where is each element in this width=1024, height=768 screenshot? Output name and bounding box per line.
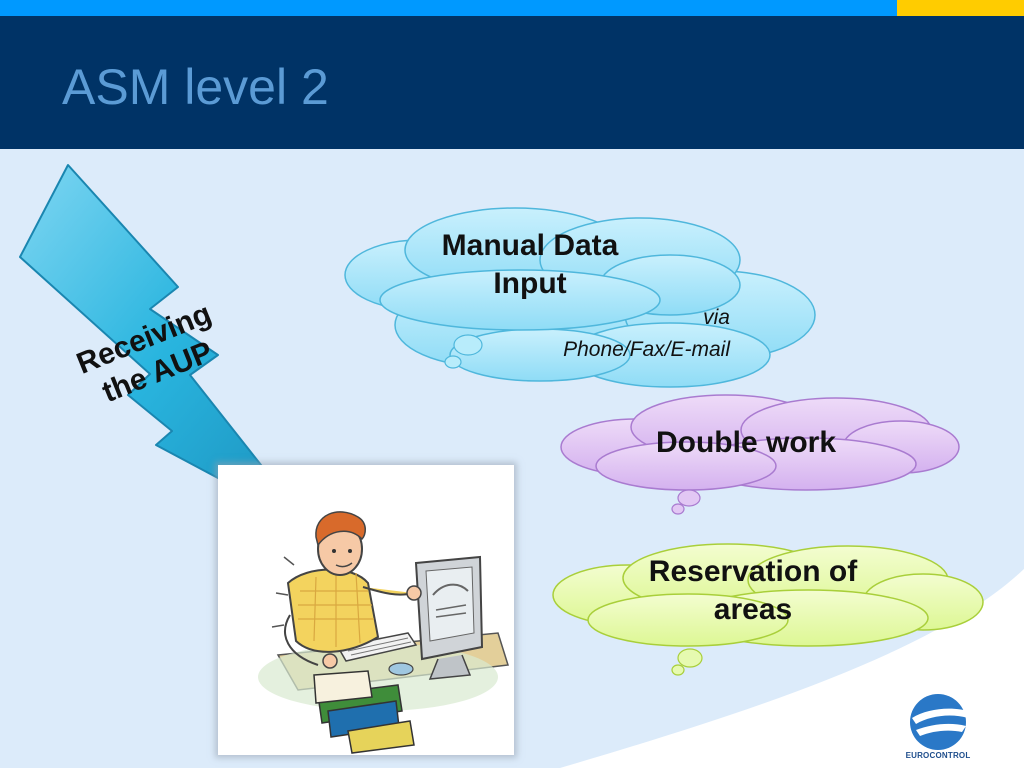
double-work-label: Double work bbox=[655, 426, 836, 459]
manual-sub-line-1: via bbox=[703, 306, 730, 329]
top-strip bbox=[0, 0, 1024, 16]
slide-title: ASM level 2 bbox=[62, 59, 329, 115]
cloud-shape-green bbox=[552, 543, 984, 676]
eurocontrol-logo-label: EUROCONTROL bbox=[905, 751, 971, 760]
manual-title-line-2: Input bbox=[493, 266, 567, 300]
reservation-of-areas-cloud: Reservation of areas bbox=[548, 540, 988, 678]
illustration-frame bbox=[218, 465, 514, 755]
header-band bbox=[0, 16, 1024, 149]
person-at-computer-icon bbox=[258, 511, 509, 754]
manual-data-input-subtitle: via Phone/Fax/E-mail bbox=[520, 302, 730, 366]
background-swoosh bbox=[560, 569, 1024, 768]
reservation-line-1: Reservation of bbox=[648, 555, 858, 588]
manual-data-input-title: Manual Data Input bbox=[400, 227, 660, 302]
cloud-shape-purple bbox=[560, 394, 960, 515]
double-work-cloud: Double work bbox=[556, 392, 966, 517]
cloud-shape-blue bbox=[344, 207, 816, 388]
reservation-line-2: areas bbox=[713, 593, 793, 626]
reservation-label: Reservation of areas bbox=[608, 553, 898, 629]
manual-data-input-cloud: Manual Data Input via Phone/Fax/E-mail bbox=[340, 205, 840, 390]
eurocontrol-logo-icon bbox=[910, 694, 972, 750]
manual-title-line-1: Manual Data bbox=[441, 229, 619, 262]
top-strip-accent bbox=[897, 0, 1024, 16]
manual-sub-line-2: Phone/Fax/E-mail bbox=[563, 338, 730, 361]
